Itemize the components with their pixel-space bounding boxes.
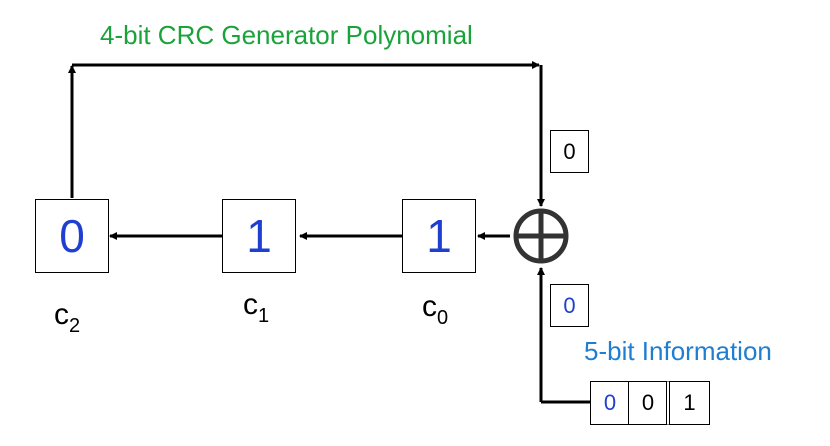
register-c0-value: 1 (402, 199, 476, 273)
register-c0-label: c0 (422, 290, 449, 329)
input-bit-box: 0 (550, 284, 589, 327)
register-c1-label: c1 (243, 288, 270, 327)
diagram-title: 4-bit CRC Generator Polynomial (100, 20, 473, 50)
information-bit: 0 (628, 381, 668, 425)
information-bit: 0 (590, 381, 630, 425)
xor-icon (513, 208, 569, 264)
information-bits: 0 0 1 (590, 381, 714, 425)
register-c2-label: c2 (54, 298, 81, 337)
feedback-bit-box: 0 (550, 130, 589, 173)
information-bit: 1 (666, 381, 710, 425)
information-label: 5-bit Information (584, 336, 772, 366)
register-c2-value: 0 (35, 199, 109, 273)
register-c1-value: 1 (222, 199, 296, 273)
